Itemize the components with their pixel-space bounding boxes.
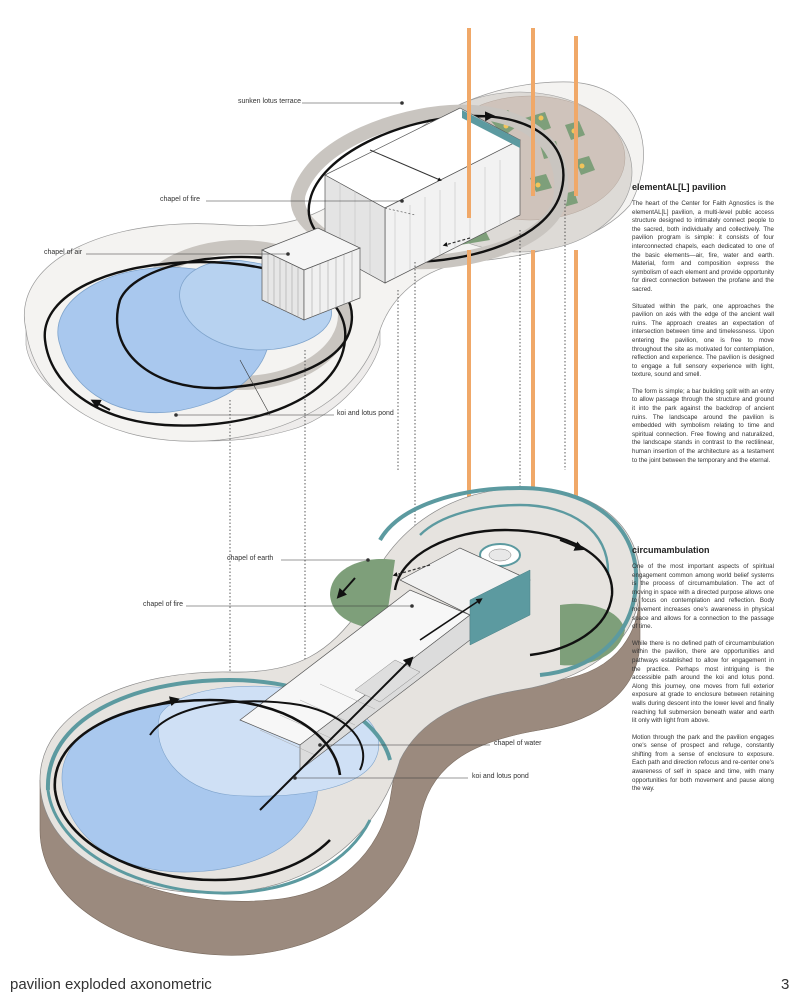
label-chapel-of-water: chapel of water bbox=[494, 740, 542, 747]
lower-teal-wall-right bbox=[378, 485, 639, 677]
lower-teal-wall-right-inner bbox=[419, 503, 610, 576]
label-leaders bbox=[86, 101, 490, 780]
lower-dashed-arrow bbox=[392, 564, 431, 577]
label-chapel-of-air: chapel of air bbox=[44, 249, 83, 256]
lower-path-arrow-2 bbox=[559, 539, 585, 551]
label-chapel-of-earth: chapel of earth bbox=[227, 555, 274, 562]
pavilion-paragraph-2: Situated within the park, one approaches… bbox=[632, 302, 774, 379]
upper-entry-arrow bbox=[442, 237, 471, 247]
upper-path-arrow-3 bbox=[90, 399, 111, 411]
circumambulation-description: circumambulation One of the most importa… bbox=[632, 545, 774, 802]
lower-path-right bbox=[393, 528, 614, 657]
label-koi-pond-lower: koi and lotus pond bbox=[472, 773, 529, 780]
lower-teal-wall-left bbox=[45, 677, 392, 791]
upper-level bbox=[24, 81, 644, 442]
lower-path-outer bbox=[53, 698, 342, 791]
lower-grass-right bbox=[560, 603, 625, 666]
page-number: 3 bbox=[781, 976, 790, 993]
lower-path-arrow-3 bbox=[336, 577, 356, 599]
circumambulation-paragraph-2: While there is no defined path of circum… bbox=[632, 639, 774, 725]
label-sunken-lotus-terrace: sunken lotus terrace bbox=[238, 98, 302, 105]
lower-path-inner bbox=[149, 700, 365, 771]
label-chapel-of-fire-upper: chapel of fire bbox=[160, 196, 201, 203]
label-koi-pond-upper: koi and lotus pond bbox=[337, 410, 394, 417]
pavilion-paragraph-1: The heart of the Center for Faith Agnost… bbox=[632, 200, 774, 293]
lower-soil-side bbox=[39, 589, 641, 956]
lower-path-outer-bottom bbox=[53, 789, 331, 882]
footer-title: pavilion exploded axonometric bbox=[10, 976, 212, 993]
circumambulation-paragraph-1: One of the most important aspects of spi… bbox=[632, 563, 774, 631]
pavilion-paragraph-3: The form is simple; a bar building split… bbox=[632, 387, 774, 464]
chapel-of-air-building bbox=[261, 227, 361, 321]
pavilion-description: elementAL[L] pavilion The heart of the C… bbox=[632, 182, 774, 473]
lower-path-arrow-1 bbox=[154, 696, 180, 707]
circumambulation-paragraph-3: Motion through the park and the pavilion… bbox=[632, 733, 774, 793]
label-chapel-of-fire-lower: chapel of fire bbox=[143, 601, 184, 608]
chapel-of-fire-lower-building bbox=[239, 547, 531, 811]
pavilion-heading: elementAL[L] pavilion bbox=[632, 182, 727, 192]
lower-grass-left bbox=[330, 559, 395, 630]
circumambulation-heading: circumambulation bbox=[632, 545, 710, 555]
upper-path-outer-loop bbox=[43, 260, 347, 427]
upper-path-left-loop bbox=[115, 255, 353, 390]
lower-teal-wall-left-bottom bbox=[46, 789, 372, 895]
lower-level bbox=[39, 485, 641, 956]
light-beams bbox=[467, 28, 578, 610]
